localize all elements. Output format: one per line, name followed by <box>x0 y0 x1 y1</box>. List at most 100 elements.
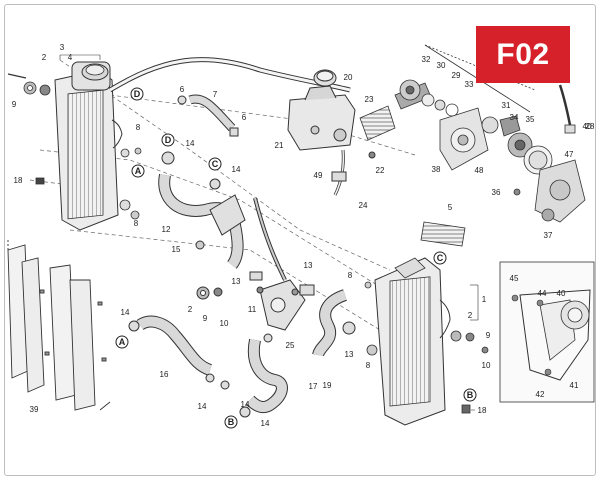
callout-number: 8 <box>136 123 141 132</box>
callout-number: 5 <box>448 203 453 212</box>
callout-number: 37 <box>544 231 553 240</box>
callout-number: 42 <box>536 390 545 399</box>
heat-shield <box>359 105 396 141</box>
callout-number: 14 <box>186 139 195 148</box>
callout-number: 3 <box>60 43 65 52</box>
callout-number: 8 <box>134 219 139 228</box>
callout-number: 20 <box>344 73 353 82</box>
callout-number: 41 <box>570 381 579 390</box>
callout-number: 30 <box>437 61 446 70</box>
callout-number: 8 <box>366 361 371 370</box>
connector-circle <box>433 251 447 265</box>
connector-circle <box>224 415 238 429</box>
connector-circle <box>208 157 222 171</box>
callout-number: 13 <box>232 277 241 286</box>
callout-number: 10 <box>220 319 229 328</box>
callout-number: 16 <box>160 370 169 379</box>
connector-letter: A <box>135 166 142 176</box>
callout-number: 44 <box>538 289 547 298</box>
callout-number: 40 <box>583 122 592 131</box>
connector-b: B <box>224 415 238 429</box>
connector-a: A <box>115 335 129 349</box>
callout-number: 11 <box>248 305 257 314</box>
callout-number: 45 <box>510 274 519 283</box>
callout-number: 2 <box>468 311 473 320</box>
connector-letter: B <box>228 417 235 427</box>
callout-number: 32 <box>422 55 431 64</box>
thermostat-housing <box>196 279 315 331</box>
connector-d: D <box>130 87 144 101</box>
callout-number: 35 <box>526 115 535 124</box>
callout-number: 6 <box>242 113 247 122</box>
callout-number: 23 <box>365 95 374 104</box>
callout-number: 13 <box>304 261 313 270</box>
callout-number: 47 <box>565 150 574 159</box>
callout-number: 38 <box>432 165 441 174</box>
connector-letter: B <box>467 390 474 400</box>
connector-letter: D <box>165 135 172 145</box>
connector-circle <box>131 164 145 178</box>
callout-number: 15 <box>172 245 181 254</box>
callout-number: 22 <box>376 166 385 175</box>
inset-detail-box <box>499 261 595 403</box>
callout-number: 10 <box>482 361 491 370</box>
lower-left-hose <box>128 315 230 390</box>
callout-number: 40 <box>557 289 566 298</box>
frame-border <box>4 4 596 476</box>
callout-number: 6 <box>180 85 185 94</box>
callout-number: 39 <box>30 405 39 414</box>
radiator-guards <box>7 240 111 411</box>
callout-number: 33 <box>465 80 474 89</box>
callout-number: 13 <box>345 350 354 359</box>
callout-number: 4 <box>68 53 73 62</box>
callout-number: 14 <box>241 400 250 409</box>
callout-number: 21 <box>275 141 284 150</box>
connector-b: B <box>463 388 477 402</box>
callout-number: 8 <box>348 271 353 280</box>
callout-number: 31 <box>502 101 511 110</box>
callout-number: 14 <box>121 308 130 317</box>
connector-a: A <box>131 164 145 178</box>
connector-circle <box>130 87 144 101</box>
radiator-foam-strip <box>420 221 466 247</box>
connector-letter: C <box>437 253 444 263</box>
callout-number: 17 <box>309 382 318 391</box>
callout-number: 28 <box>586 122 595 131</box>
connector-markers: D D C C A A B B <box>115 87 477 429</box>
connector-c: C <box>433 251 447 265</box>
connector-letter: D <box>134 89 141 99</box>
callout-number: 14 <box>261 419 270 428</box>
lower-right-hose <box>312 289 356 358</box>
expansion-tank <box>287 69 376 196</box>
connector-d: D <box>161 133 175 147</box>
callout-number: 14 <box>232 165 241 174</box>
section-code-badge: F02 <box>476 26 570 83</box>
connector-c: C <box>208 157 222 171</box>
callout-number: 25 <box>286 341 295 350</box>
callout-number: 36 <box>492 188 501 197</box>
callout-number: 9 <box>12 100 17 109</box>
callout-number: 18 <box>14 176 23 185</box>
connector-letter: C <box>212 159 219 169</box>
right-radiator <box>364 257 489 426</box>
callout-number: 9 <box>486 331 491 340</box>
callout-number: 19 <box>323 381 332 390</box>
callout-number: 12 <box>162 225 171 234</box>
connector-circle <box>115 335 129 349</box>
callout-number: 34 <box>510 113 519 122</box>
connector-circle <box>161 133 175 147</box>
callout-number: 2 <box>188 305 193 314</box>
center-hoses <box>158 151 287 281</box>
callout-number: 2 <box>42 53 47 62</box>
left-radiator <box>54 54 131 231</box>
water-pump-assembly <box>394 44 586 223</box>
connector-letter: A <box>119 337 126 347</box>
bottom-hose <box>239 333 288 418</box>
callout-number: 9 <box>203 314 208 323</box>
callout-number: 14 <box>198 402 207 411</box>
callout-number: 29 <box>452 71 461 80</box>
callout-number: 1 <box>482 295 487 304</box>
callout-number: 48 <box>475 166 484 175</box>
